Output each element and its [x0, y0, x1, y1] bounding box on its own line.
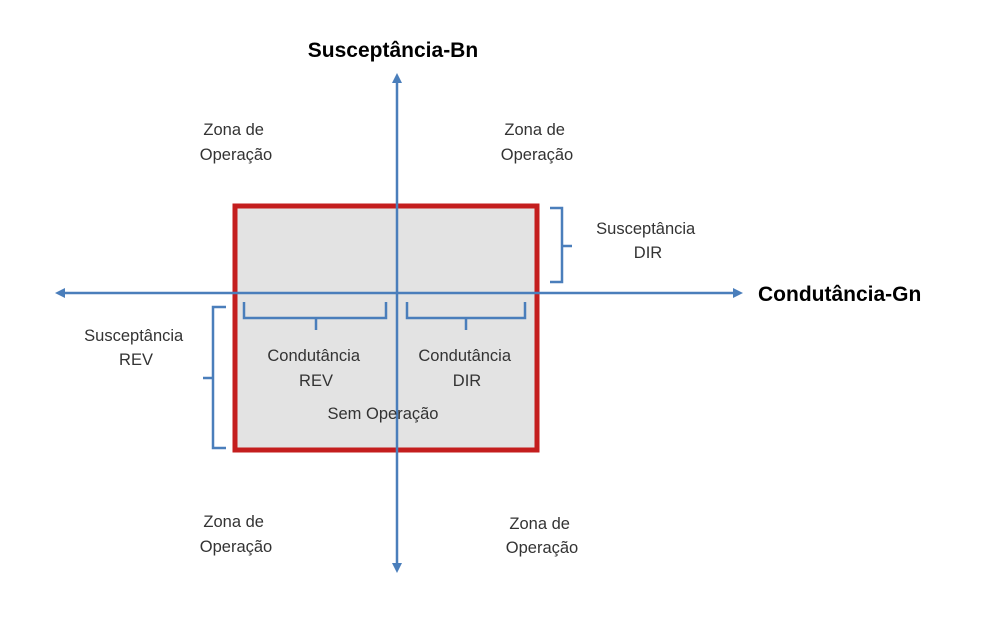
no-operation-region: [232, 203, 540, 453]
zone-top-right-label: Zona de Operação: [501, 121, 573, 164]
susceptancia-dir-brace: [550, 206, 572, 284]
condutancia-rev-label: Condutância REV: [267, 347, 364, 390]
x-axis-title: Condutância-Gn: [758, 283, 921, 306]
condutancia-rev-brace: [242, 302, 388, 330]
zone-top-left-label: Zona de Operação: [200, 121, 272, 164]
susceptancia-rev-label: Susceptância REV: [84, 327, 188, 369]
zone-bottom-right-label: Zona de Operação: [506, 515, 578, 557]
sem-operacao-label: Sem Operação: [328, 405, 439, 423]
condutancia-dir-brace: [405, 302, 527, 330]
susceptancia-rev-brace: [203, 305, 226, 450]
condutancia-dir-label: Condutância DIR: [418, 347, 515, 390]
susceptancia-dir-label: Susceptância DIR: [596, 220, 700, 262]
zone-bottom-left-label: Zona de Operação: [200, 513, 272, 556]
y-axis-title: Susceptância-Bn: [308, 39, 478, 62]
